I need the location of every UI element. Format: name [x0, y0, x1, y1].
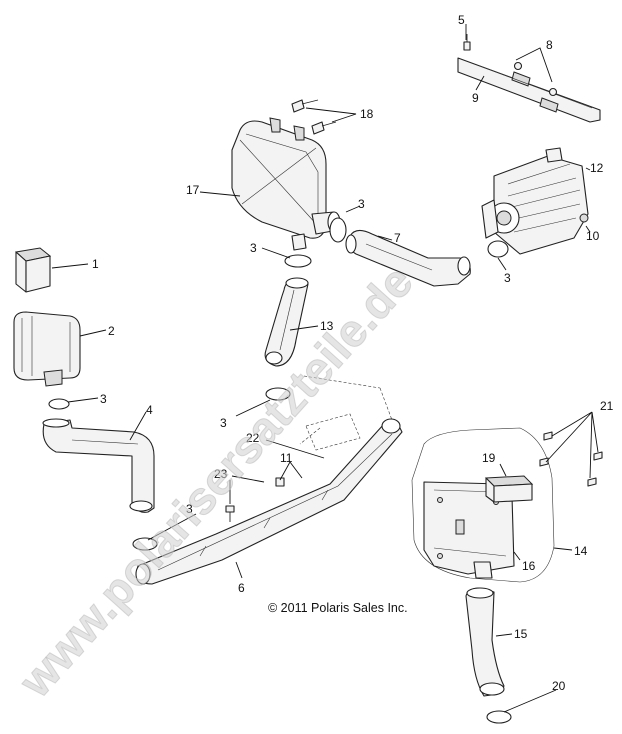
part-15-lower-duct — [465, 587, 505, 697]
part-1-foam-block — [14, 247, 52, 293]
callout-19: 19 — [482, 451, 496, 465]
callout-17: 17 — [186, 183, 200, 197]
part-21-screws — [539, 431, 603, 487]
callout-7: 7 — [394, 231, 401, 245]
callout-3: 3 — [250, 241, 257, 255]
callout-8: 8 — [546, 38, 553, 52]
part-9-mount-rail — [457, 57, 601, 123]
part-8-nuts — [513, 61, 558, 97]
callout-9: 9 — [472, 91, 479, 105]
part-7-hose — [345, 229, 471, 287]
callout-11: 11 — [280, 451, 293, 465]
callout-16: 16 — [522, 559, 536, 573]
copyright-text: © 2011 Polaris Sales Inc. — [268, 601, 408, 615]
part-19-foam — [484, 475, 534, 503]
callout-18: 18 — [360, 107, 374, 121]
callout-22: 22 — [246, 431, 260, 445]
part-13-duct — [264, 277, 309, 367]
part-5-screw — [463, 34, 471, 51]
callout-13: 13 — [320, 319, 334, 333]
callout-5: 5 — [458, 13, 465, 27]
part-22-label — [299, 375, 393, 451]
callout-3: 3 — [220, 416, 227, 430]
callout-3: 3 — [504, 271, 511, 285]
callout-20: 20 — [552, 679, 566, 693]
part-23-screw — [225, 505, 235, 522]
part-12-supercharger — [481, 147, 589, 255]
callout-21: 21 — [600, 399, 614, 413]
callout-1: 1 — [92, 257, 99, 271]
part-10-nut — [579, 213, 589, 223]
callout-10: 10 — [586, 229, 600, 243]
callout-3: 3 — [358, 197, 365, 211]
callout-2: 2 — [108, 324, 115, 338]
callout-3: 3 — [186, 502, 193, 516]
part-6-intake-tube — [135, 418, 403, 585]
leader-lines — [51, 24, 599, 713]
part-17-airbox-housing — [231, 117, 341, 251]
part-4-elbow-duct — [42, 418, 155, 513]
part-18-bolts — [291, 99, 337, 135]
part-2-airbox — [13, 311, 81, 387]
callout-12: 12 — [590, 161, 604, 175]
callout-15: 15 — [514, 627, 528, 641]
callout-6: 6 — [238, 581, 245, 595]
callout-4: 4 — [146, 403, 153, 417]
callout-23: 23 — [214, 467, 228, 481]
clamps — [48, 217, 512, 724]
callout-3: 3 — [100, 392, 107, 406]
callout-labels: 1 2 3 4 5 8 9 12 10 18 17 3 3 7 3 13 3 2… — [92, 13, 614, 693]
callout-14: 14 — [574, 544, 588, 558]
part-16-filter — [423, 481, 515, 579]
